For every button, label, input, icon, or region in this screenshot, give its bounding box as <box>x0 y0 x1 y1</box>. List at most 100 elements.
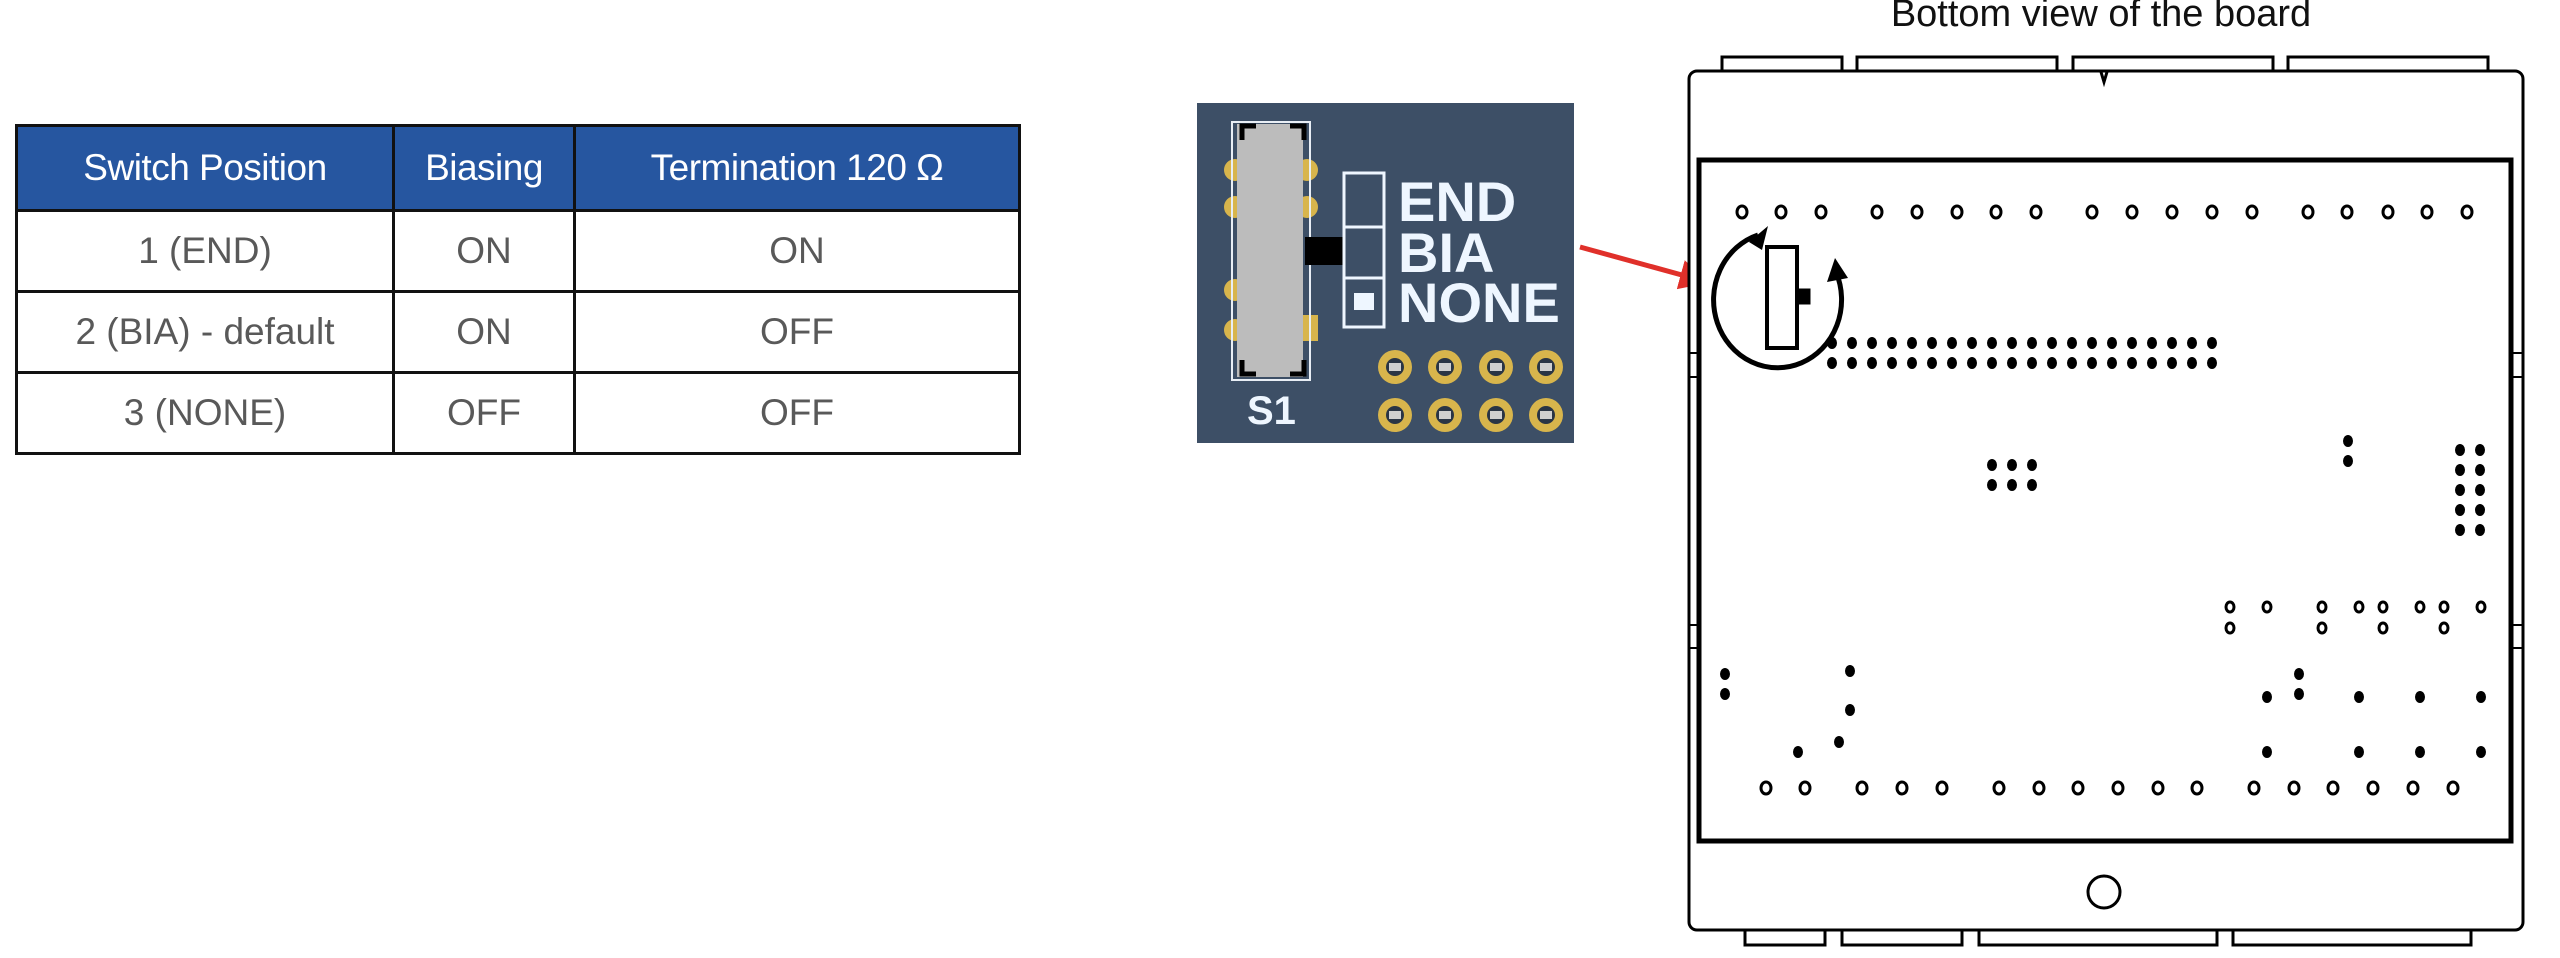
via <box>1967 337 1977 349</box>
via <box>1947 357 1957 369</box>
through-hole <box>1989 204 2003 220</box>
table-row: 2 (BIA) - default ON OFF <box>15 290 1021 374</box>
side-notch <box>2510 624 2524 649</box>
through-hole <box>1798 780 1812 796</box>
table-row: 1 (END) ON ON <box>15 209 1021 293</box>
through-hole <box>2071 780 2085 796</box>
via <box>1847 337 1857 349</box>
header-biasing: Biasing <box>392 124 576 212</box>
via <box>2027 357 2037 369</box>
via <box>2415 746 2425 758</box>
pcb-label-end: END <box>1398 170 1516 233</box>
board-outline <box>1687 69 2525 932</box>
through-hole <box>1935 780 1949 796</box>
via <box>2007 479 2017 491</box>
via <box>2207 337 2217 349</box>
via <box>1927 357 1937 369</box>
via <box>2007 337 2017 349</box>
via <box>2047 357 2057 369</box>
through-hole <box>2366 780 2380 796</box>
via <box>2476 691 2486 703</box>
through-hole <box>2377 621 2389 635</box>
through-hole <box>2032 780 2046 796</box>
through-hole <box>1992 780 2006 796</box>
through-hole <box>1910 204 1924 220</box>
via <box>1834 736 1844 748</box>
pcb-switch-photo: END BIA NONE S1 <box>1197 103 1574 443</box>
bottom-connector <box>1743 928 1827 947</box>
table-row: 3 (NONE) OFF OFF <box>15 371 1021 455</box>
header-pin <box>1439 363 1451 371</box>
via <box>2354 746 2364 758</box>
cell-biasing: OFF <box>392 371 576 455</box>
via <box>2343 435 2353 447</box>
through-hole <box>2247 780 2261 796</box>
via <box>2027 479 2037 491</box>
via <box>2067 357 2077 369</box>
via <box>1887 337 1897 349</box>
table-header-row: Switch Position Biasing Termination 120 … <box>15 124 1021 212</box>
via <box>2167 337 2177 349</box>
through-hole <box>2301 204 2315 220</box>
via <box>1967 357 1977 369</box>
through-hole <box>2340 204 2354 220</box>
indicator-selected-mark <box>1354 293 1374 310</box>
through-hole <box>1870 204 1884 220</box>
board-inner-area <box>1696 157 2514 844</box>
position-indicator-box <box>1342 171 1386 329</box>
via <box>2187 357 2197 369</box>
through-hole <box>1814 204 1828 220</box>
via <box>2475 504 2485 516</box>
cell-termination: ON <box>573 209 1021 293</box>
cell-position: 1 (END) <box>15 209 395 293</box>
header-switch-position: Switch Position <box>15 124 395 212</box>
via <box>2067 337 2077 349</box>
via <box>1907 337 1917 349</box>
pin-header <box>1378 350 1563 432</box>
via <box>1927 337 1937 349</box>
via <box>2354 691 2364 703</box>
through-hole <box>1950 204 1964 220</box>
via <box>2147 337 2157 349</box>
through-hole <box>2125 204 2139 220</box>
via <box>1720 688 1730 700</box>
through-hole <box>2414 600 2426 614</box>
cell-biasing: ON <box>392 209 576 293</box>
cell-position: 2 (BIA) - default <box>15 290 395 374</box>
through-hole <box>2287 780 2301 796</box>
header-termination: Termination 120 Ω <box>573 124 1021 212</box>
via <box>1847 357 1857 369</box>
via <box>1867 357 1877 369</box>
switch-position-table: Switch Position Biasing Termination 120 … <box>15 124 1021 455</box>
via <box>1907 357 1917 369</box>
via <box>2455 504 2465 516</box>
through-hole <box>1759 780 1773 796</box>
through-hole <box>2085 204 2099 220</box>
through-hole <box>2446 780 2460 796</box>
header-pin <box>1540 363 1552 371</box>
via <box>1845 665 1855 677</box>
through-hole <box>2316 621 2328 635</box>
pcb-label-bia: BIA <box>1398 221 1494 284</box>
through-hole <box>2190 780 2204 796</box>
via <box>1827 337 1837 349</box>
via <box>2027 459 2037 471</box>
via <box>1947 337 1957 349</box>
mounting-hole <box>2086 874 2122 910</box>
through-hole <box>2224 600 2236 614</box>
via <box>1987 337 1997 349</box>
through-hole <box>2316 600 2328 614</box>
via <box>2167 357 2177 369</box>
via <box>2107 337 2117 349</box>
cell-termination: OFF <box>573 371 1021 455</box>
via <box>2262 746 2272 758</box>
through-hole <box>2438 621 2450 635</box>
cell-position: 3 (NONE) <box>15 371 395 455</box>
via <box>2294 688 2304 700</box>
pointer-arrow <box>1579 244 1710 290</box>
via <box>2343 455 2353 467</box>
via <box>2087 337 2097 349</box>
through-hole <box>2151 780 2165 796</box>
through-hole <box>2406 780 2420 796</box>
